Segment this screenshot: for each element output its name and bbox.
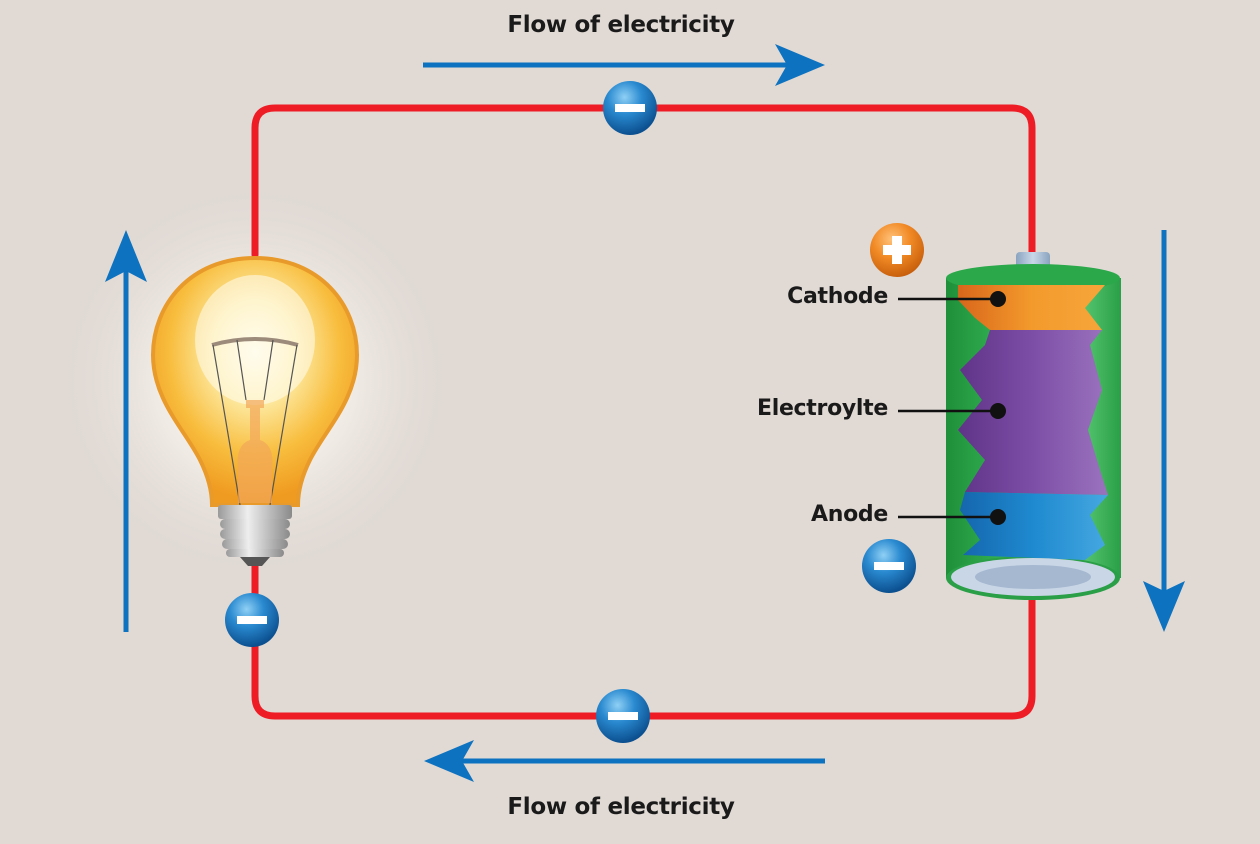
flow-label-top: Flow of electricity	[507, 12, 735, 38]
electron-icon	[596, 689, 650, 743]
electrolyte-label: Electroylte	[756, 396, 888, 421]
anode-label: Anode	[811, 502, 888, 527]
arrow-left-up-icon	[105, 230, 147, 632]
wire-bottom	[251, 561, 1036, 720]
negative-terminal-icon	[862, 539, 916, 593]
battery-electrolyte-layer	[958, 330, 1108, 495]
flow-label-bottom: Flow of electricity	[507, 794, 735, 820]
anode-dot	[990, 509, 1006, 525]
battery-icon	[946, 252, 1121, 600]
battery-anode-layer	[960, 492, 1108, 560]
arrow-top-right-icon	[423, 44, 825, 86]
electron-icon	[603, 81, 657, 135]
arrow-bottom-left-icon	[424, 740, 825, 782]
light-bulb-icon	[150, 255, 360, 566]
arrow-right-down-icon	[1143, 230, 1185, 632]
cathode-label: Cathode	[787, 284, 888, 309]
positive-terminal-icon	[870, 223, 924, 277]
cathode-dot	[990, 291, 1006, 307]
electrolyte-dot	[990, 403, 1006, 419]
electron-icon	[225, 593, 279, 647]
